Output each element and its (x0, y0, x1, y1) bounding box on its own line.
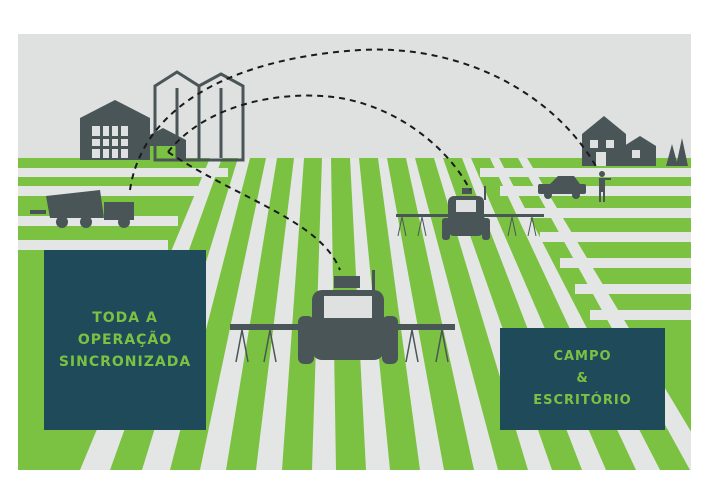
sync-arcs (129, 48, 599, 271)
tree-icon (666, 138, 688, 166)
tractor-sprayer-icon-far (396, 186, 544, 240)
label-left-line-3: SINCRONIZADA (58, 354, 192, 370)
farmer-icon (599, 171, 611, 202)
field-horizontal-stripes (18, 168, 691, 320)
house-icon (582, 116, 656, 166)
label-left-line-2: OPERAÇÃO (77, 332, 173, 348)
silo-icon (153, 70, 245, 162)
label-box-synced-operation: TODA A OPERAÇÃO SINCRONIZADA (44, 250, 206, 430)
label-right-line-3: ESCRITÓRIO (533, 393, 632, 408)
label-right-line-1: CAMPO (553, 349, 612, 364)
tractor-sprayer-icon-near (230, 270, 455, 364)
label-box-field-office: CAMPO & ESCRITÓRIO (500, 328, 665, 430)
pickup-icon (538, 176, 586, 199)
truck-icon (30, 190, 134, 228)
label-left-line-1: TODA A (92, 310, 158, 326)
label-right-line-2: & (576, 371, 589, 386)
